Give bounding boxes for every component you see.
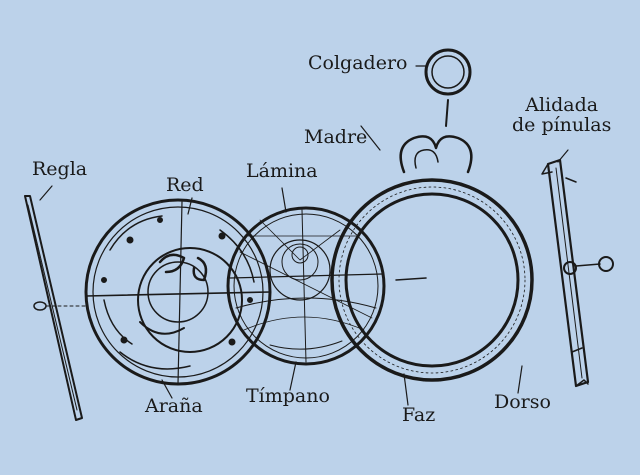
label-alidada-line1: Alidada	[525, 94, 599, 116]
label-timpano: Tímpano	[246, 385, 330, 407]
label-regla: Regla	[32, 158, 88, 180]
arana-drawing	[84, 198, 272, 386]
label-faz: Faz	[402, 404, 436, 426]
label-arana: Araña	[145, 395, 203, 417]
label-colgadero: Colgadero	[308, 52, 408, 74]
label-madre: Madre	[304, 126, 368, 148]
timpano-drawing	[226, 206, 386, 366]
madre-drawing	[330, 48, 534, 382]
label-alidada-line2: de pínulas	[512, 113, 612, 136]
label-dorso: Dorso	[494, 391, 551, 413]
alidada-drawing	[541, 158, 614, 388]
leader-lines	[39, 65, 569, 406]
label-lamina: Lámina	[246, 160, 318, 182]
regla-drawing	[24, 195, 87, 421]
label-red: Red	[166, 174, 204, 196]
label-alidada: Alidada de pínulas	[512, 94, 612, 136]
